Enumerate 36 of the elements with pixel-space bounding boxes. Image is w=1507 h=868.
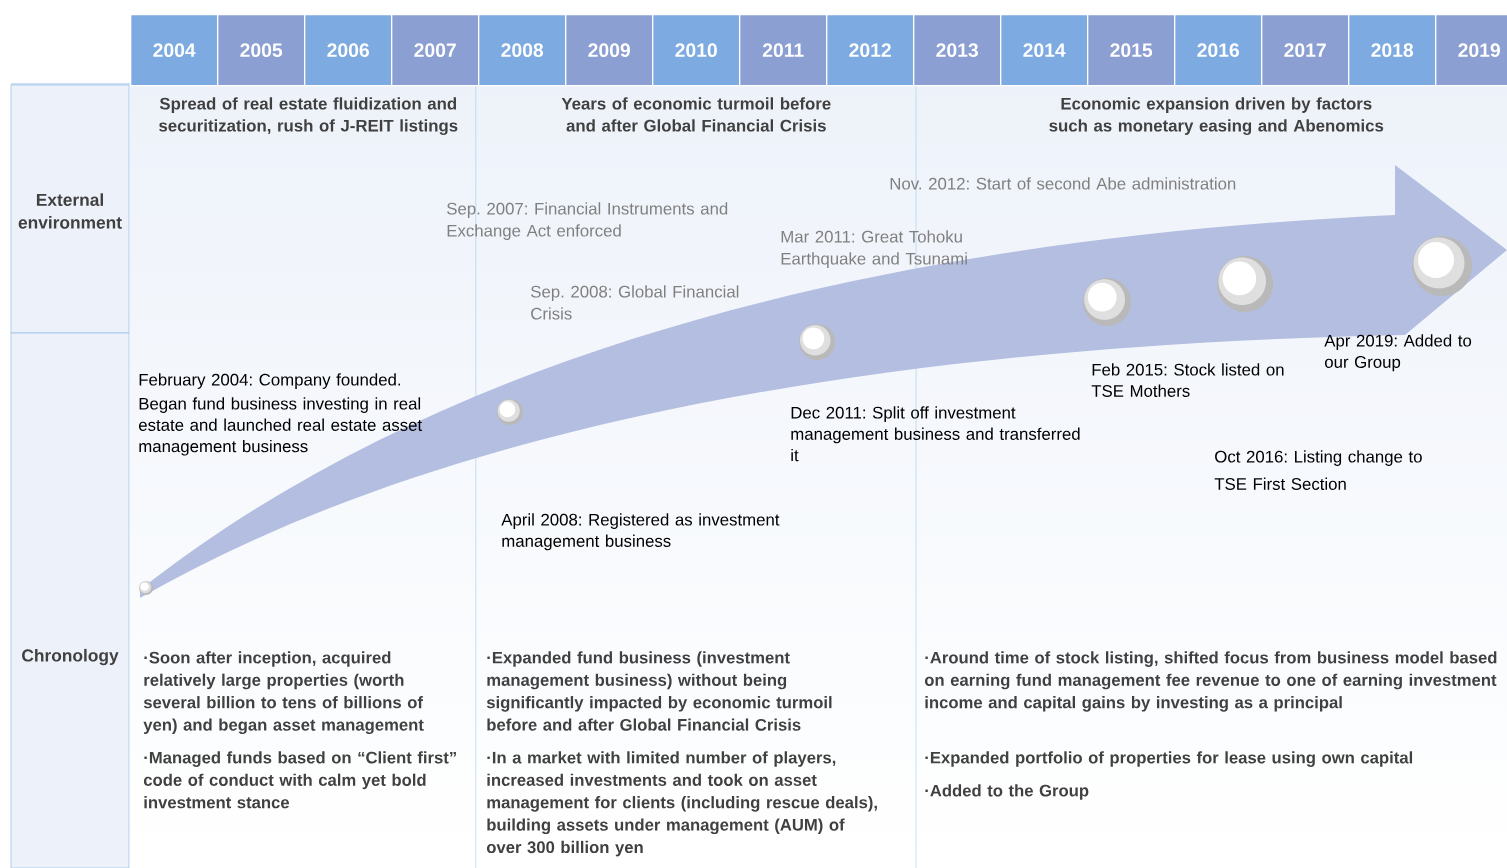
bullet-text: ·Expanded portfolio of properties for lease using own capital <box>925 751 1413 767</box>
year-box: 2011 <box>739 14 828 87</box>
year-box: 2008 <box>478 14 567 87</box>
year-box: 2009 <box>565 14 654 87</box>
year-box: 2019 <box>1435 14 1507 87</box>
event-text: Sep. 2008: Global Financial Crisis <box>531 285 739 320</box>
heading-text: Spread of real estate fluidization and securitization, rush of J-REIT listings <box>159 97 458 135</box>
bullet-text: ·In a market with limited number of players, increased investments and took on asset management for clients (including rescue deals), building assets under management (AUM) of over 300 billion yen <box>486 751 877 857</box>
year-box: 2014 <box>1000 14 1089 87</box>
heading-text: Years of economic turmoil before and after Global Financial Crisis <box>561 97 831 132</box>
event-text: Feb 2015: Stock listed on TSE Mothers <box>1091 363 1284 397</box>
event-text: Sep. 2007: Financial Instruments and Exchange Act enforced <box>447 202 728 240</box>
bullet-text: ·Managed funds based on “Client first” code of conduct with calm yet bold investment stance <box>143 751 456 809</box>
year-box: 2012 <box>826 14 915 87</box>
year-box: 2013 <box>913 14 1002 87</box>
event-text: Nov. 2012: Start of second Abe administration <box>890 177 1236 190</box>
year-box: 2016 <box>1174 14 1263 87</box>
year-box: 2018 <box>1348 14 1437 87</box>
year-box: 2015 <box>1087 14 1176 87</box>
event-text: Oct 2016: Listing change to TSE First Section <box>1214 450 1422 490</box>
bullet-text: ·Expanded fund business (investment management business) without being significantly impacted by economic turmoil before and after Global Financial Crisis <box>486 651 832 731</box>
heading-text: Economic expansion driven by factors such as monetary easing and Abenomics <box>1049 97 1384 135</box>
year-box: 2006 <box>304 14 393 87</box>
event-text: February 2004: Company founded. <box>139 373 401 389</box>
bullet-text: ·Added to the Group <box>925 784 1089 800</box>
event-text: Apr 2019: Added to our Group <box>1324 334 1472 372</box>
bullet-text: ·Around time of stock listing, shifted focus from business model based on earning fund management fee revenue to one of earning investment income and capital gains by investing as a principal <box>924 651 1497 712</box>
event-text: April 2008: Registered as investment management business <box>501 513 780 551</box>
year-box: 2004 <box>130 14 219 87</box>
year-box: 2017 <box>1261 14 1350 87</box>
year-box: 2005 <box>217 14 306 87</box>
event-text: Dec 2011: Split off investment management business and transferred it <box>791 406 1080 462</box>
event-text: Mar 2011: Great Tohoku Earthquake and Tsunami <box>781 230 967 268</box>
year-box: 2010 <box>652 14 741 87</box>
row-header: External environment <box>10 84 130 334</box>
year-box: 2007 <box>391 14 480 87</box>
